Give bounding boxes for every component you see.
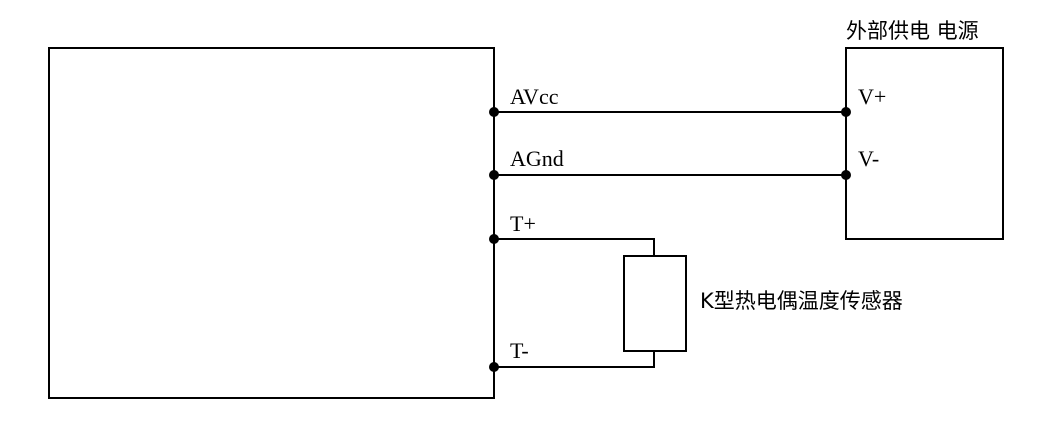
module-box [48,47,495,399]
tminus-wire [494,351,655,368]
vplus-node-dot [841,107,851,117]
power-supply-title: 外部供电 电源 [846,19,979,43]
tminus-label: T- [510,338,529,363]
agnd-node-dot [489,170,499,180]
vminus-node-dot [841,170,851,180]
tplus-wire [494,238,655,256]
sensor-label: K型热电偶温度传感器 [700,289,903,313]
avcc-label: AVcc [510,84,559,109]
tplus-label: T+ [510,211,536,236]
vminus-label: V- [858,146,879,171]
tminus-node-dot [489,362,499,372]
thermocouple-sensor-box [623,255,687,352]
tplus-node-dot [489,234,499,244]
vplus-label: V+ [858,84,886,109]
avcc-node-dot [489,107,499,117]
power-supply-box [845,47,1004,240]
agnd-label: AGnd [510,146,564,171]
